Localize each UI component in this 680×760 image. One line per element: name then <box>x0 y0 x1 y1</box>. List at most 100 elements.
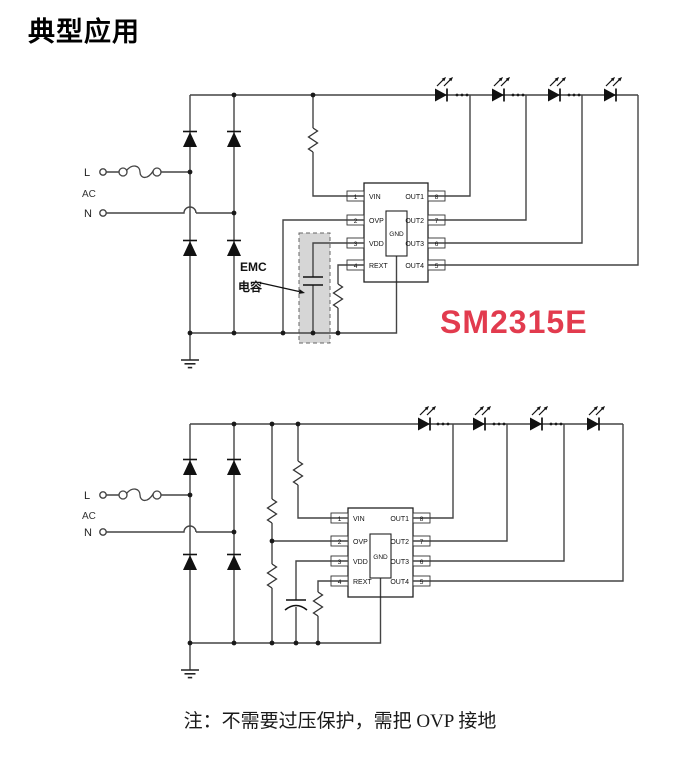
emc-label-line2: 电容 <box>238 279 262 294</box>
pin-number: 7 <box>435 218 439 225</box>
neutral-terminal <box>99 209 107 217</box>
series-dots <box>455 93 469 97</box>
ic1-pin-out1: 8 OUT1 <box>405 190 446 202</box>
pin-number: 3 <box>338 559 342 566</box>
ic2-pin-ovp: 2 OVP <box>330 535 368 547</box>
rext-resistor <box>312 591 324 617</box>
circuit-1: L AC N GND 1 <box>82 77 639 369</box>
line-label: L <box>84 167 90 179</box>
gnd-label: GND <box>373 554 388 561</box>
led-icon <box>530 406 548 431</box>
pin-name: OUT2 <box>405 218 424 225</box>
pin-number: 4 <box>338 579 342 586</box>
line-terminal <box>99 491 107 499</box>
pin-number: 4 <box>354 263 358 270</box>
fuse-icon <box>118 488 162 502</box>
gnd-label: GND <box>389 231 404 238</box>
led-icon <box>548 77 566 102</box>
vin-resistor <box>307 127 319 153</box>
emc-highlight-box <box>298 232 331 344</box>
ic1-pin-ovp: 2 OVP <box>346 214 384 226</box>
emc-arrowhead <box>298 289 305 294</box>
earth-ground-icon <box>180 669 200 679</box>
ovp-divider-resistor-bottom <box>266 563 278 589</box>
ic2-pin-out3: 6 OUT3 <box>390 555 431 567</box>
fuse-icon <box>118 165 162 179</box>
ic-body <box>363 182 429 283</box>
ovp-divider-resistor-top <box>266 498 278 524</box>
emc-label-line1: EMC <box>240 260 267 274</box>
pin-name: OUT1 <box>390 516 409 523</box>
ic2-pin-rext: 4 REXT <box>330 575 372 587</box>
led-icon <box>604 77 622 102</box>
diode-icon <box>182 458 198 476</box>
pin-number: 7 <box>420 539 424 546</box>
ic1-pin-out3: 6 OUT3 <box>405 237 446 249</box>
ic2-pin-out4: 5 OUT4 <box>390 575 431 587</box>
ac-label: AC <box>82 511 96 522</box>
part-number-label: SM2315E <box>440 304 588 340</box>
neutral-label: N <box>84 527 92 539</box>
diode-icon <box>226 130 242 148</box>
gnd-pad <box>385 210 408 257</box>
led-icon <box>418 406 436 431</box>
ic-sm2315e-1: GND 1 VIN 2 OVP 3 VDD <box>346 182 446 283</box>
led-string-1 <box>435 77 622 102</box>
circuit-2: L AC N GND <box>82 406 624 679</box>
ic2-pin-out2: 7 OUT2 <box>390 535 431 547</box>
pin-name: OVP <box>353 539 368 546</box>
series-dots <box>511 93 525 97</box>
ic1-pin-vdd: 3 VDD <box>346 237 384 249</box>
diode-icon <box>226 239 242 257</box>
diode-icon <box>226 553 242 571</box>
emc-annotation: EMC 电容 <box>238 260 305 294</box>
ic2-pin-out1: 8 OUT1 <box>390 512 431 524</box>
pin-name: REXT <box>369 263 388 270</box>
led-icon <box>587 406 605 431</box>
pin-name: VIN <box>353 516 365 523</box>
ic1-pin-rext: 4 REXT <box>346 259 388 271</box>
vin-resistor <box>292 460 304 486</box>
pin-name: OUT4 <box>390 579 409 586</box>
ic-body <box>347 507 414 598</box>
circuit-1-junctions <box>187 92 341 336</box>
ac-label: AC <box>82 189 96 200</box>
pin-name: VDD <box>369 241 384 248</box>
pin-name: REXT <box>353 579 372 586</box>
pin-name: VIN <box>369 194 381 201</box>
pin-name: OUT1 <box>405 194 424 201</box>
ic2-pin-vin: 1 VIN <box>330 512 365 524</box>
circuit-2-junctions <box>187 421 321 646</box>
bridge-rectifier-1 <box>182 130 242 257</box>
pin-name: OUT2 <box>390 539 409 546</box>
series-dots <box>436 422 450 426</box>
pin-name: VDD <box>353 559 368 566</box>
pin-number: 6 <box>435 241 439 248</box>
line-terminal <box>99 168 107 176</box>
pin-name: OUT3 <box>405 241 424 248</box>
pin-number: 2 <box>338 539 342 546</box>
pin-number: 1 <box>338 516 342 523</box>
pin-number: 5 <box>420 579 424 586</box>
earth-ground-icon <box>180 359 200 369</box>
pin-number: 5 <box>435 263 439 270</box>
bridge-rectifier-2 <box>182 458 242 571</box>
line-label: L <box>84 490 90 502</box>
diode-icon <box>226 458 242 476</box>
ic2-pin-vdd: 3 VDD <box>330 555 368 567</box>
ic-sm2315e-2: GND 1 VIN 2 OVP 3 VDD <box>330 507 431 598</box>
page-title: 典型应用 <box>28 17 140 47</box>
diode-icon <box>182 553 198 571</box>
diode-icon <box>182 239 198 257</box>
rext-resistor <box>332 283 344 309</box>
gnd-pad <box>369 533 392 579</box>
pin-number: 1 <box>354 194 358 201</box>
pin-name: OUT4 <box>405 263 424 270</box>
neutral-label: N <box>84 208 92 220</box>
led-icon <box>473 406 491 431</box>
led-string-2 <box>418 406 605 431</box>
diode-icon <box>182 130 198 148</box>
pin-number: 8 <box>420 516 424 523</box>
pin-number: 3 <box>354 241 358 248</box>
